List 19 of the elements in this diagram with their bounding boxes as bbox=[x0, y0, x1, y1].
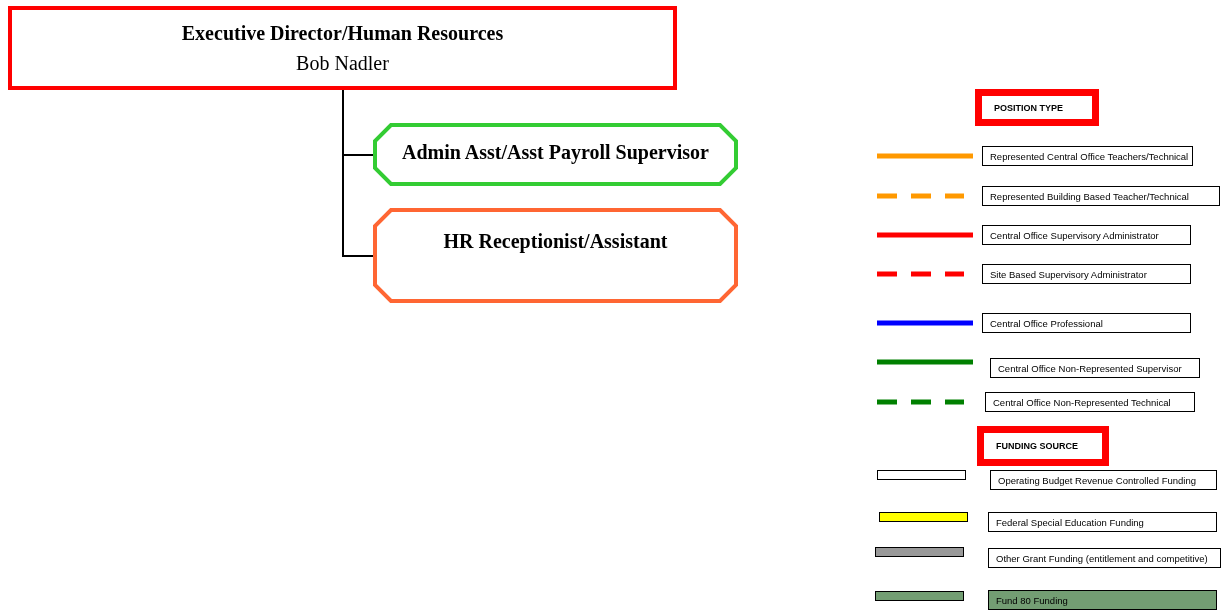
position-title: HR Receptionist/Assistant bbox=[443, 229, 668, 253]
legend-text: Central Office Professional bbox=[982, 313, 1191, 333]
legend-heading: FUNDING SOURCE bbox=[977, 426, 1109, 466]
legend-text: Site Based Supervisory Administrator bbox=[982, 264, 1191, 284]
position-title: Admin Asst/Asst Payroll Supervisor bbox=[402, 140, 709, 164]
legend-text: Federal Special Education Funding bbox=[988, 512, 1217, 532]
legend-text: Central Office Non-Represented Technical bbox=[985, 392, 1195, 412]
legend-text: Other Grant Funding (entitlement and competitive) bbox=[988, 548, 1221, 568]
connector-line bbox=[342, 89, 374, 257]
legend-heading: POSITION TYPE bbox=[975, 89, 1099, 126]
legend-text: Central Office Supervisory Administrator bbox=[982, 225, 1191, 245]
legend-text: Represented Central Office Teachers/Technical bbox=[982, 146, 1193, 166]
legend-text: Fund 80 Funding bbox=[988, 590, 1217, 610]
position-box bbox=[8, 6, 677, 90]
position-title: Executive Director/Human Resources bbox=[181, 21, 504, 45]
legend-text: Central Office Non-Represented Supervisor bbox=[990, 358, 1200, 378]
legend-text: Represented Building Based Teacher/Technical bbox=[982, 186, 1220, 206]
legend-text: Operating Budget Revenue Controlled Funding bbox=[990, 470, 1217, 490]
person-name: Bob Nadler bbox=[296, 51, 389, 75]
